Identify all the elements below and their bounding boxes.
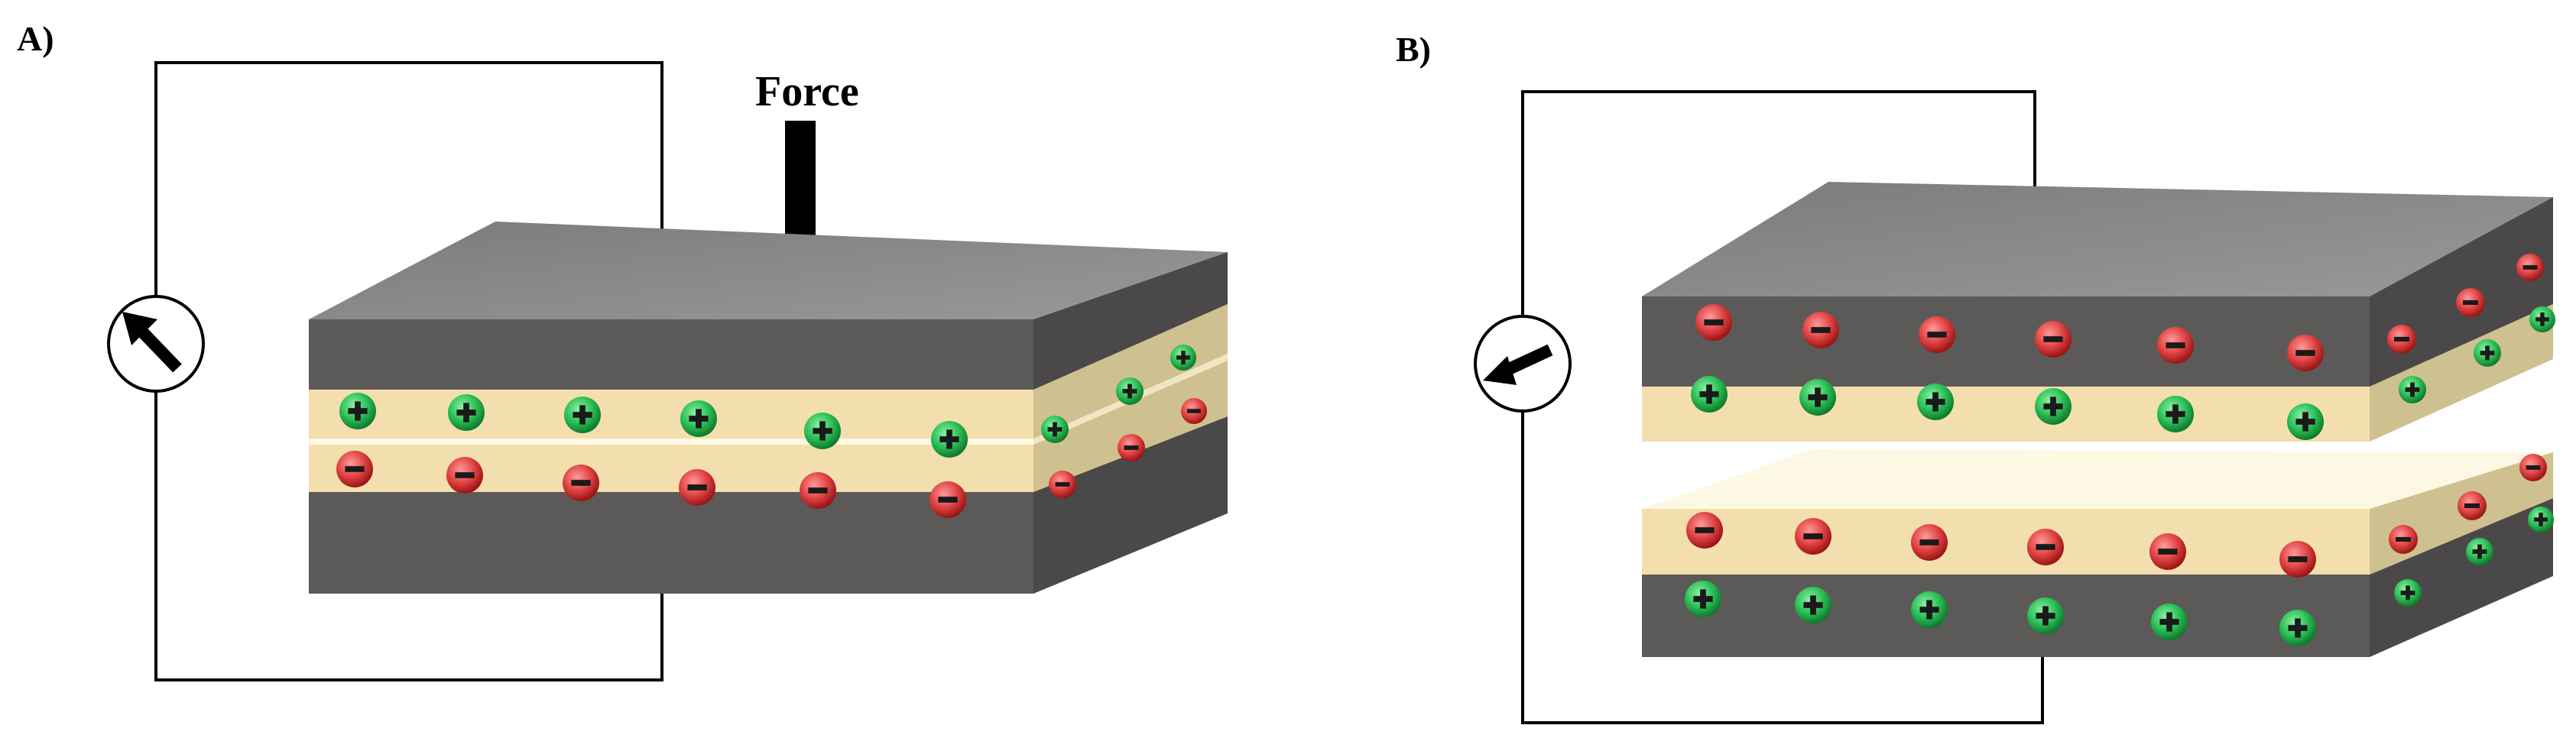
negative-charge [2458,491,2487,520]
negative-charge [679,469,715,506]
positive-charge [2466,538,2493,565]
negative-charge [2157,327,2194,364]
panel-b-wire-top [1521,90,2036,315]
panel-a-wire-bottom [154,390,663,681]
positive-charge [1795,587,1831,623]
panel-a-lower-dielectric [309,361,1228,492]
negative-charge [2519,454,2547,481]
panel-b: B) [1396,30,2555,724]
positive-charge [931,421,968,458]
panel-b-label: B) [1396,30,1431,69]
panel-a-bottom-electrode [309,416,1228,594]
panel-b-top-electrode [1642,182,2553,387]
negative-charge [1181,398,1207,424]
negative-charge [1118,434,1145,461]
negative-charge [2027,529,2064,565]
positive-charge [2035,388,2072,425]
ammeter-arrow-down-left-icon [1474,315,1572,413]
positive-charge [339,393,376,429]
positive-charge [1799,379,1836,416]
negative-charge [930,481,966,518]
negative-charge [1795,518,1831,555]
negative-charge [336,451,373,487]
positive-charge [2474,339,2501,367]
negative-charge [2149,533,2186,570]
negative-charge [2287,335,2324,371]
panel-b-wire-bottom [1521,411,2044,724]
panel-b-bottom-electrode [1642,498,2553,657]
negative-charge [2389,525,2418,554]
positive-charge [2027,597,2064,634]
negative-charge [1049,471,1076,498]
positive-charge [2529,306,2555,332]
negative-charge [1802,312,1839,348]
negative-charge [2456,288,2485,317]
negative-charge [1919,316,1955,353]
positive-charge [2528,507,2554,532]
negative-charge [2035,321,2072,358]
negative-charge [2387,325,2416,354]
positive-charge [2399,376,2426,403]
negative-charge [446,457,483,494]
panel-a-top-electrode [309,222,1228,390]
positive-charge [1116,377,1144,405]
negative-charge [1911,524,1948,561]
positive-charge [1685,581,1721,617]
panel-a-upper-dielectric [309,304,1228,439]
ammeter-arrow-up-left-icon [107,295,205,393]
positive-charge [2157,396,2194,432]
negative-charge [2279,541,2316,578]
positive-charge [1691,376,1728,413]
positive-charge [1170,345,1196,371]
panel-b-charges [1685,254,2555,646]
panel-a-positive-charges [339,345,1196,458]
panel-a-wire-top [154,61,663,298]
positive-charge [1911,591,1948,628]
negative-charge [800,472,836,509]
positive-charge [448,394,485,431]
positive-charge [804,413,841,449]
force-label: Force [755,68,859,115]
positive-charge [2279,610,2316,646]
negative-charge [2516,254,2544,281]
negative-charge [1686,512,1723,549]
positive-charge [564,397,601,433]
positive-charge [2151,604,2188,640]
panel-a-negative-charges [336,398,1207,518]
panel-a: A) Force [17,19,1228,681]
positive-charge [2287,403,2324,440]
positive-charge [680,400,717,437]
negative-charge [563,465,599,501]
positive-charge [1917,384,1954,420]
positive-charge [1041,416,1069,443]
positive-charge [2394,579,2422,607]
panel-a-label: A) [17,19,54,58]
negative-charge [1695,304,1732,341]
